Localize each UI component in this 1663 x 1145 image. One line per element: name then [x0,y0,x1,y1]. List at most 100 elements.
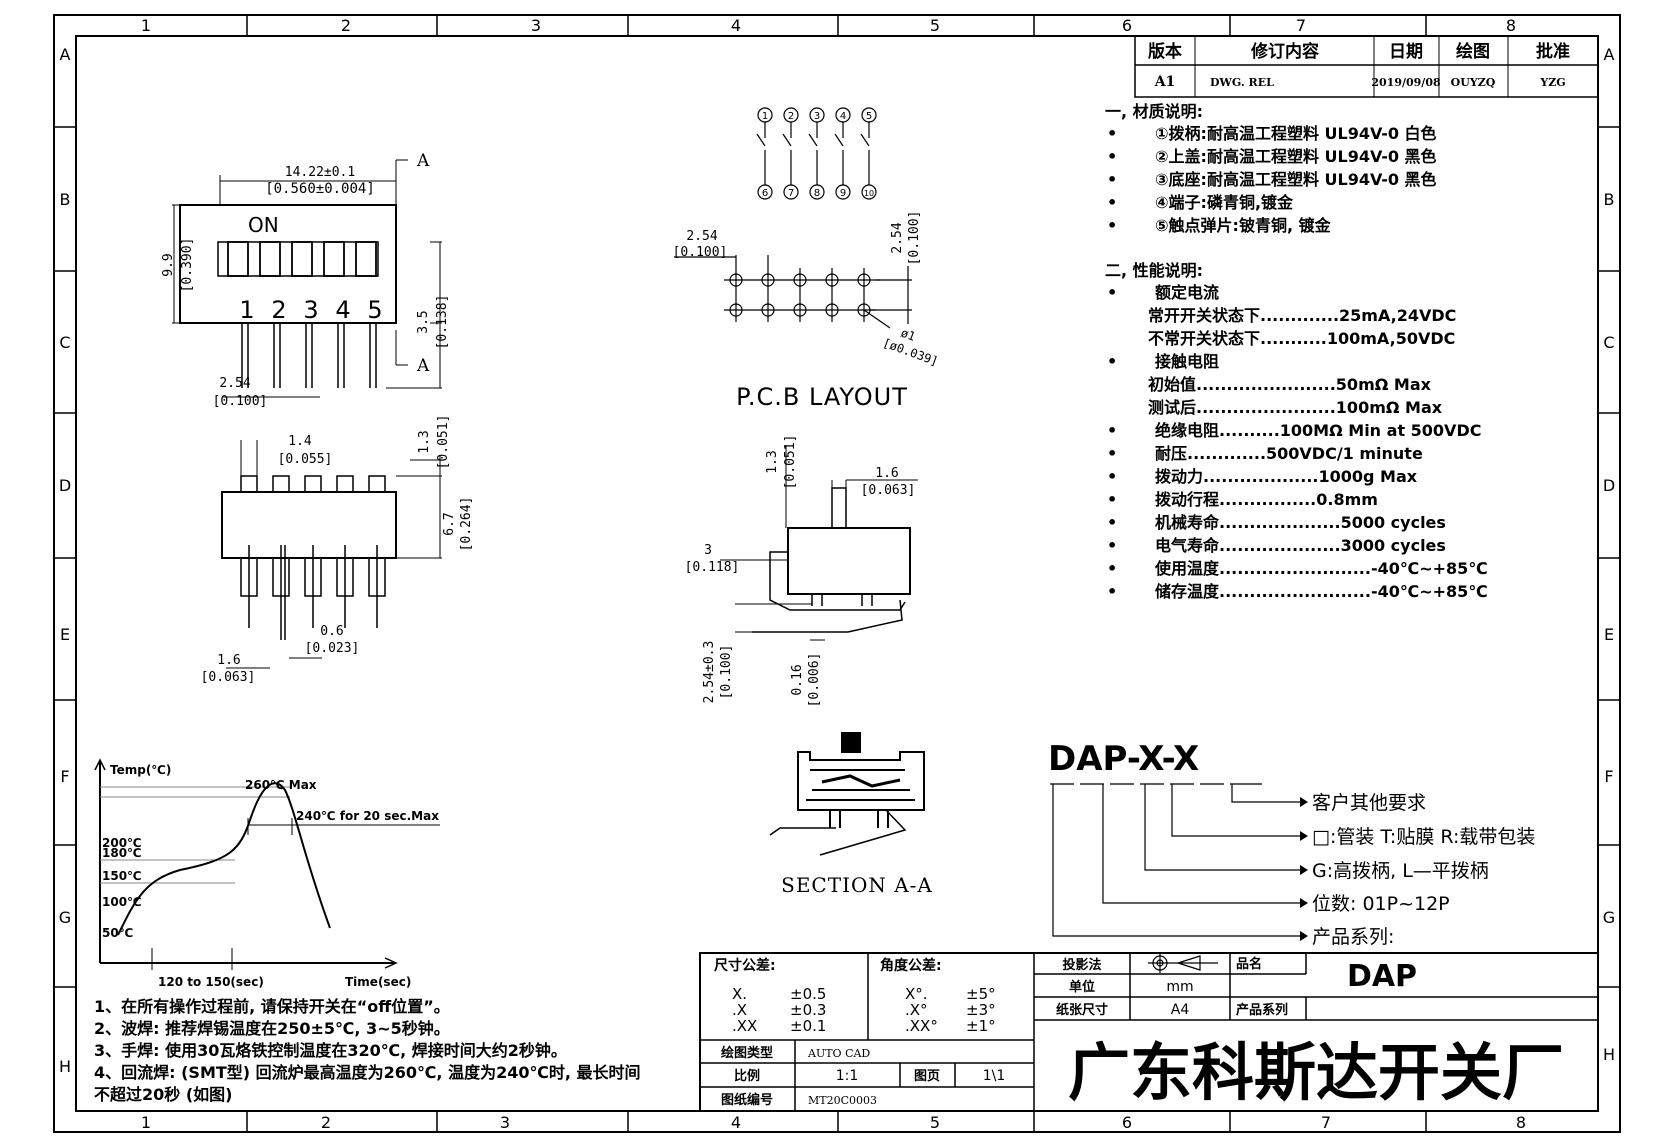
dim-width: 14.22±0.1 [285,165,355,180]
dim-1-6-in: [0.063] [201,670,256,685]
rev-header-date: 日期 [1389,42,1423,62]
row-label: H [59,1057,71,1076]
reflow-t150: 150℃ [102,869,142,883]
rev-content: DWG. REL [1210,76,1274,89]
pcb-labels: 2.54 [0.100] 2.54 [0.100] ø1 [ø0.039] P.… [673,211,940,411]
pin-num: 1 [762,111,768,122]
section-marker-top: A [416,151,430,171]
dim-6-7: 6.7 [442,512,457,535]
dim-height-in: [0.390] [180,238,195,293]
col-label: 3 [531,16,541,35]
rev-header-approved: 批准 [1536,41,1570,62]
projection-icon [1148,953,1218,973]
ang-tol-val: ±1° [966,1017,996,1035]
dim-pin: 3.5 [416,310,431,333]
schematic [756,107,877,200]
operating-force: 拨动力...................1000g Max [1155,467,1418,486]
side-dim-0-16: 0.16 [790,664,805,695]
opt-positions: 位数: 01P~12P [1312,893,1450,915]
note-line: 1、在所有操作过程前, 请保持开关在“off位置”。 [94,997,450,1016]
row-label: C [1603,333,1614,352]
opt-handle: G:高拨柄, L—平拨柄 [1312,860,1489,882]
bullet: • [1107,216,1117,235]
pin-num: 2 [788,111,794,122]
material-item: ①拨柄:耐高温工程塑料 UL94V-0 白色 [1155,124,1437,143]
col-label: 7 [1321,1113,1331,1132]
reflow-profile: Temp(℃) Time(sec) 260℃ Max 240℃ for 20 s… [94,758,440,989]
grid-ticks [54,15,1620,1132]
side-dim-3-in: [0.118] [685,560,740,575]
reflow-preheat: 120 to 150(sec) [158,975,264,989]
col-label: 8 [1516,1113,1526,1132]
bullet: • [1107,352,1117,371]
rev-header-version: 版本 [1148,41,1182,62]
name-label: 品名 [1236,956,1262,972]
drawing-type-value: AUTO CAD [807,1047,870,1060]
dim-1-4-in: [0.055] [278,452,333,467]
reflow-y-label: Temp(℃) [110,763,171,777]
projection-label: 投影法 [1062,957,1101,973]
switch-number: 2 [271,296,286,324]
row-label: C [59,333,70,352]
dim-pitch: 2.54 [219,376,250,391]
dim-height: 9.9 [161,253,176,276]
company-name: 广东科斯达开关厂 [1068,1036,1564,1109]
bullet: • [1107,124,1117,143]
dim-1-4: 1.4 [288,434,312,449]
insulation: 绝缘电阻..........100MΩ Min at 500VDC [1155,421,1481,440]
side-view-labels: 1.3 [0.051] 1.6 [0.063] 3 [0.118] 2.54±0… [685,435,916,708]
dim-0-6: 0.6 [320,624,343,639]
opt-customer: 客户其他要求 [1312,792,1426,814]
opt-series: 产品系列: [1312,926,1394,948]
col-label: 4 [731,16,741,35]
rev-date: 2019/09/08 [1371,76,1441,89]
row-label: F [60,767,69,786]
dim-tol-val: ±0.5 [790,985,826,1003]
col-label: 5 [930,16,940,35]
dim-tol-key: X. [732,985,747,1003]
opt-pack: □:管装 T:贴膜 R:载带包装 [1312,826,1535,848]
title-block-text: 尺寸公差: X. ±0.5 .X ±0.3 .XX ±0.1 角度公差: X°.… [714,956,1564,1109]
dim-1-3: 1.3 [417,430,432,453]
materials-title: 一, 材质说明: [1105,102,1203,121]
performance-title: 二, 性能说明: [1105,261,1203,280]
title-block [699,952,1599,1112]
pcb-dim-hole: ø1 [899,326,917,344]
col-label: 4 [731,1113,741,1132]
dim-tol-key: .XX [732,1017,757,1035]
col-label: 6 [1122,1113,1132,1132]
row-label: A [60,45,71,64]
col-label: 5 [930,1113,940,1132]
dim-tol-title: 尺寸公差: [714,957,776,974]
grid-labels: 1 2 3 4 5 6 7 8 1 2 3 4 5 6 7 8 A B C D … [59,16,1615,1132]
page-value: 1\1 [983,1068,1006,1084]
bullet: • [1107,513,1117,532]
material-item: ③底座:耐高温工程塑料 UL94V-0 黑色 [1155,170,1437,189]
bullet: • [1107,490,1117,509]
cr-initial: 初始值.......................50mΩ Max [1148,375,1432,394]
unit-value: mm [1166,979,1193,995]
section-title: SECTION A-A [781,873,933,897]
outer-border [53,14,1621,1133]
dim-tol-key: .X [732,1001,747,1019]
bullet: • [1107,536,1117,555]
rev-version: A1 [1154,74,1176,90]
part-number: DAP-X-X 客户其他要求 □:管装 T:贴膜 R:载带包装 G:高 [1048,739,1535,948]
ang-tol-key: .XX° [905,1017,938,1035]
rev-header-drawn: 绘图 [1456,41,1490,62]
front-view [172,159,442,398]
reflow-t180: 180℃ [102,846,142,860]
col-label: 8 [1506,16,1516,35]
bullet: • [1107,559,1117,578]
dim-6-7-in: [0.264] [459,497,474,552]
pin-num: 6 [762,188,768,199]
switch-number: 1 [239,296,254,324]
st-temp: 储存温度.........................-40℃~+85℃ [1154,582,1488,601]
note-line: 4、回流焊: (SMT型) 回流炉最高温度为260℃, 温度为240℃时, 最长… [94,1063,641,1082]
drawing-type-label: 绘图类型 [721,1045,773,1061]
pin-num: 4 [840,111,846,122]
row-label: A [1604,45,1615,64]
pcb-title: P.C.B LAYOUT [736,383,908,411]
reflow-peak: 260℃ Max [245,778,317,792]
row-label: E [60,625,70,644]
